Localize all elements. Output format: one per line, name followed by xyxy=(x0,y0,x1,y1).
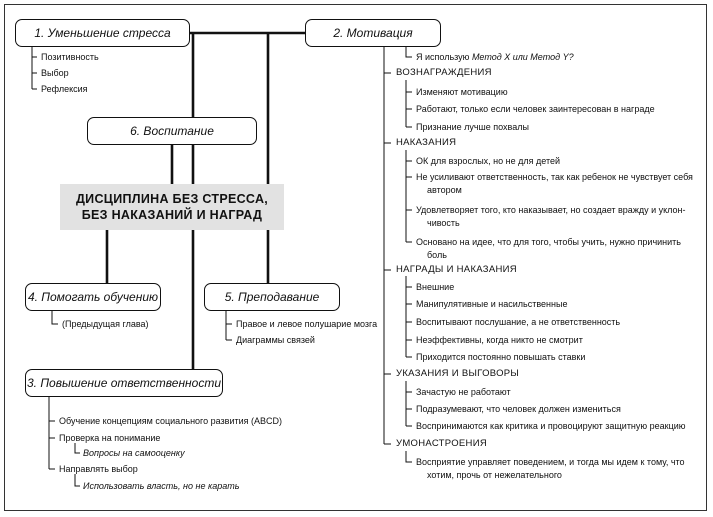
node-title: 3. Повышение ответственности xyxy=(26,376,221,390)
list-item: Воспринимаются как критика и провоцируют… xyxy=(416,421,686,431)
list-item: Я использую Метод X или Метод Y? xyxy=(416,51,574,63)
connector-n3-sub1 xyxy=(74,443,80,454)
section-heading: УКАЗАНИЯ И ВЫГОВОРЫ xyxy=(396,368,520,379)
node-title: 5. Преподавание xyxy=(224,290,320,304)
list-item: Удовлетворяет того, кто наказывает, но с… xyxy=(416,205,686,215)
list-item: Подразумевают, что человек должен измени… xyxy=(416,404,621,414)
connector-n2-punish xyxy=(405,150,412,243)
node-upbringing: 6. Воспитание xyxy=(87,117,257,145)
connector-n1-items xyxy=(31,46,37,90)
list-item: боль xyxy=(427,250,447,260)
connector-n2-intro xyxy=(405,46,412,58)
list-item: Выбор xyxy=(41,68,69,78)
list-item: Неэффективны, когда никто не смотрит xyxy=(416,335,583,345)
list-item: Восприятие управляет поведением, и тогда… xyxy=(416,457,685,467)
node-motivation: 2. Мотивация xyxy=(305,19,441,47)
list-item: Манипулятивные и насильственные xyxy=(416,299,568,309)
section-heading: ВОЗНАГРАЖДЕНИЯ xyxy=(396,67,492,78)
section-heading: НАГРАДЫ И НАКАЗАНИЯ xyxy=(396,264,517,275)
list-item: Использовать власть, но не карать xyxy=(83,481,240,491)
node-helping-learning: 4. Помогать обучению xyxy=(25,283,161,311)
list-item: чивость xyxy=(427,218,460,228)
list-item: Вопросы на самооценку xyxy=(83,448,185,458)
list-item: Изменяют мотивацию xyxy=(416,87,508,97)
connector-n2-rp xyxy=(405,276,412,358)
list-item: Не усиливают ответственность, так как ре… xyxy=(416,172,693,182)
connector-n3-sub2 xyxy=(74,474,80,487)
section-heading: УМОНАСТРОЕНИЯ xyxy=(396,438,487,449)
list-item: Работают, только если человек заинтересо… xyxy=(416,104,655,114)
connector-n2-mind xyxy=(405,451,412,463)
list-item: Проверка на понимание xyxy=(59,433,161,443)
list-item: Внешние xyxy=(416,282,455,292)
node-title: 2. Мотивация xyxy=(333,26,413,40)
intro-prefix: Я использую xyxy=(416,52,472,62)
connector-n4-items xyxy=(51,310,58,325)
list-item: (Предыдущая глава) xyxy=(62,319,149,329)
node-responsibility: 3. Повышение ответственности xyxy=(25,369,223,397)
list-item: хотим, прочь от нежелательного xyxy=(427,470,562,480)
list-item: Приходится постоянно повышать ставки xyxy=(416,352,586,362)
connector-n2-rewards xyxy=(405,80,412,128)
central-line-1: ДИСЦИПЛИНА БЕЗ СТРЕССА, xyxy=(75,192,269,206)
node-reducing-stress: 1. Уменьшение стресса xyxy=(15,19,190,47)
list-item: Признание лучше похвалы xyxy=(416,122,529,132)
node-title: 6. Воспитание xyxy=(130,124,214,138)
connector-n3-items xyxy=(48,396,55,470)
connector-n2-spine xyxy=(383,46,391,445)
list-item: автором xyxy=(427,185,462,195)
list-item: ОК для взрослых, но не для детей xyxy=(416,156,560,166)
central-line-2: БЕЗ НАКАЗАНИЙ И НАГРАД xyxy=(81,208,263,222)
connector-n5-items xyxy=(225,310,232,341)
node-teaching: 5. Преподавание xyxy=(204,283,340,311)
node-title: 1. Уменьшение стресса xyxy=(34,26,171,40)
list-item: Диаграммы связей xyxy=(236,335,315,345)
list-item: Рефлексия xyxy=(41,84,88,94)
connector-n2-instr xyxy=(405,381,412,427)
central-topic: ДИСЦИПЛИНА БЕЗ СТРЕССА, БЕЗ НАКАЗАНИЙ И … xyxy=(60,184,284,230)
list-item: Позитивность xyxy=(41,52,99,62)
list-item: Обучение концепциям социального развития… xyxy=(59,416,283,426)
list-item: Основано на идее, что для того, чтобы уч… xyxy=(416,237,681,247)
diagram-frame xyxy=(4,4,707,511)
node-title: 4. Помогать обучению xyxy=(27,290,159,304)
section-heading: НАКАЗАНИЯ xyxy=(396,137,457,148)
list-item: Воспитывают послушание, а не ответственн… xyxy=(416,317,621,327)
list-item: Правое и левое полушарие мозга xyxy=(236,319,378,329)
list-item: Направлять выбор xyxy=(59,464,138,474)
list-item: Зачастую не работают xyxy=(416,387,511,397)
intro-italic: Метод X или Метод Y? xyxy=(471,52,574,62)
